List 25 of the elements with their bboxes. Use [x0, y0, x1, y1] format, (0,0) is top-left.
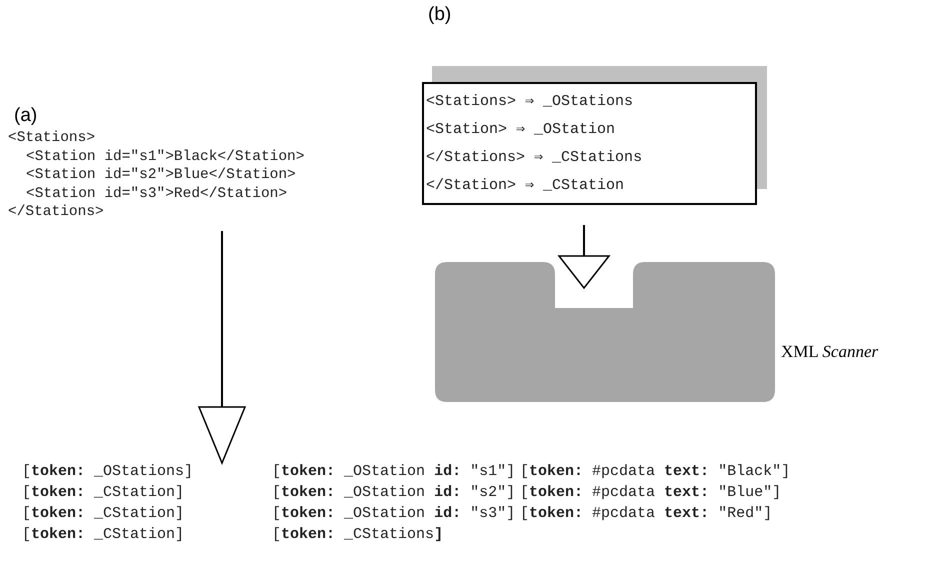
code-line: <Station id="s1">Black</Station>: [25, 148, 304, 166]
token-entry: [token: _OStations]: [22, 463, 194, 482]
token-entry: [token: _CStation]: [22, 526, 184, 544]
token-entry: [token: _CStations]: [272, 526, 444, 544]
token-entry: [token: #pcdata text: "Blue"]: [520, 484, 782, 502]
code-line: <Station id="s3">Red</Station>: [25, 184, 288, 203]
token-entry: [token: #pcdata text: "Black"]: [520, 463, 790, 482]
token-entry: [token: _OStation id: "s2"]: [272, 484, 516, 502]
token-entry: [token: _CStation]: [22, 505, 184, 524]
mapping-rule: </Stations> ⇒ _CStations: [426, 148, 642, 168]
code-line: <Station id="s2">Blue</Station>: [25, 166, 296, 184]
panel-label: (b): [428, 4, 452, 26]
panel-label: (a): [14, 105, 38, 127]
token-entry: [token: _CStation]: [22, 484, 184, 502]
mapping-rule: <Stations> ⇒ _OStations: [426, 92, 634, 112]
component-label: XML Scanner: [781, 342, 878, 362]
code-line: <Stations>: [8, 129, 96, 148]
mapping-rule: <Station> ⇒ _OStation: [426, 120, 616, 140]
token-entry: [token: _OStation id: "s1"]: [272, 463, 516, 482]
token-entry: [token: _OStation id: "s3"]: [272, 505, 516, 524]
code-line: </Stations>: [8, 203, 104, 222]
arrow: [198, 231, 246, 464]
arrow: [558, 225, 610, 289]
mapping-rule: </Station> ⇒ _CStation: [426, 176, 624, 196]
token-entry: [token: #pcdata text: "Red"]: [520, 505, 772, 524]
